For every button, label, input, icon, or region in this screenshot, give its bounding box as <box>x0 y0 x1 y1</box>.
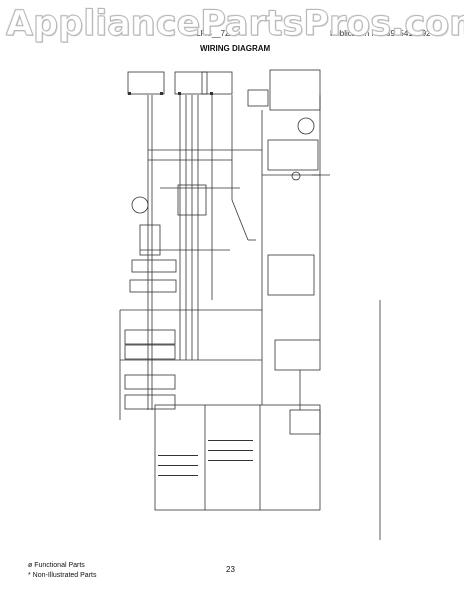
connector-row-bottom-4 <box>124 394 176 410</box>
motor-symbol-small <box>291 171 301 181</box>
heater-box <box>267 139 319 171</box>
legend-non-illustrated: * Non-Illustrated Parts <box>28 572 97 579</box>
dispenser-board <box>274 339 321 371</box>
control-module-top <box>269 69 321 111</box>
top-component-mid <box>174 71 208 95</box>
publication-prefix: Publication No. <box>330 29 384 38</box>
page-number: 23 <box>226 565 235 574</box>
lower-right-module <box>289 409 321 435</box>
publication-value: 5995414892 <box>386 29 431 38</box>
top-component-right <box>201 71 233 95</box>
terminal-block-mid <box>177 184 207 216</box>
top-component-left <box>127 71 165 95</box>
connector-row-bottom-2 <box>124 344 176 360</box>
fan-motor-symbol <box>297 117 315 135</box>
connector-row-bottom-1 <box>124 329 176 345</box>
page-title: WIRING DIAGRAM <box>200 44 271 53</box>
connector-row-bottom-3 <box>124 374 176 390</box>
relay-box <box>247 89 269 107</box>
compressor-symbol <box>131 196 149 214</box>
connector-row-left <box>131 259 177 273</box>
capacitor-box <box>139 224 161 256</box>
legend-functional-parts: ø Functional Parts <box>28 562 85 569</box>
ice-maker-module <box>267 254 315 296</box>
publication-number: Publication No. 5995414892 <box>330 29 431 38</box>
footer-legend: ø Functional Parts * Non-Illustrated Par… <box>28 561 96 581</box>
main-control-board <box>154 404 321 511</box>
model-number: GLRS__7ZI <box>190 29 233 38</box>
connector-row-left-lower <box>129 279 177 293</box>
